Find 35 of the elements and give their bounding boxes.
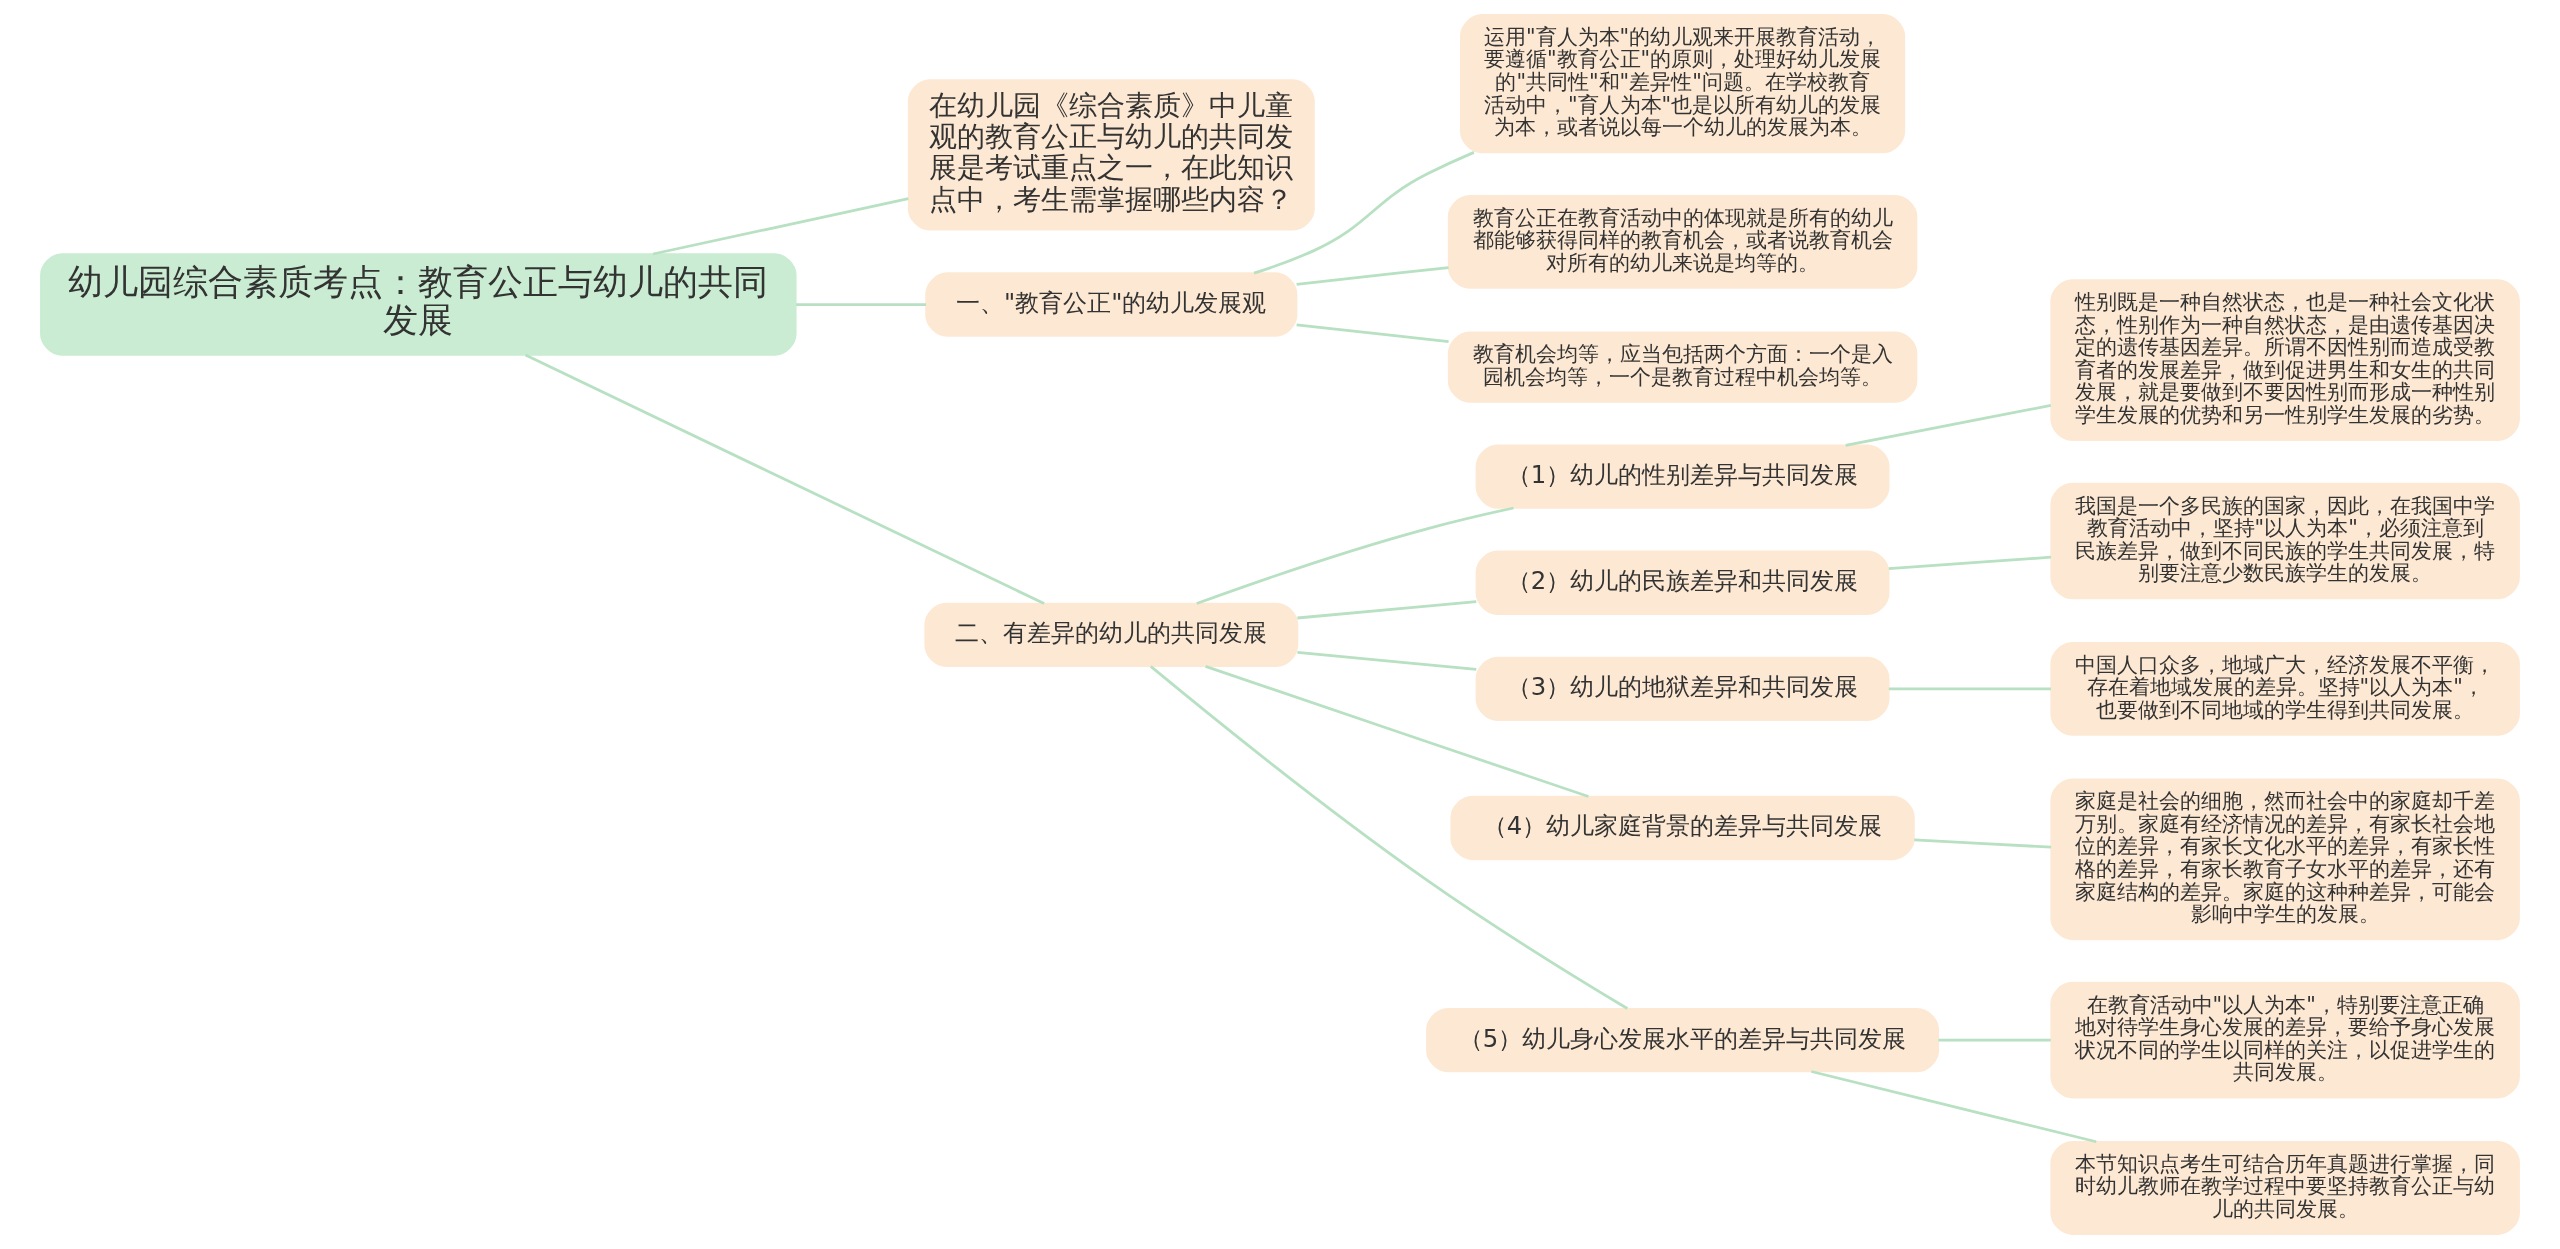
node-box: 运用"育人为本"的幼儿观来开展教育活动，要遵循"教育公正"的原则，处理好幼儿发展的"共同性"和"差异性"问题。在学校教育活动中，"育人为本"也是以所有幼儿的发展为本，或者说以每一个幼儿的发展为本。 xyxy=(1460,14,1906,154)
node-box: 教育公正在教育活动中的体现就是所有的幼儿都能够获得同样的教育机会，或者说教育机会对所有的幼儿来说是均等的。 xyxy=(1447,194,1918,289)
node-box: 在教育活动中"以人为本"，特别要注意正确地对待学生身心发展的差异，要给予身心发展状况不同的学生以同样的关注，以促进学生的共同发展。 xyxy=(2050,981,2520,1099)
connector xyxy=(652,197,909,256)
node-box: 本节知识点考生可结合历年真题进行掌握，同时幼儿教师在教学过程中要坚持教育公正与幼儿的共同发展。 xyxy=(2050,1141,2520,1235)
node-box: 在幼儿园《综合素质》中儿童观的教育公正与幼儿的共同发展是考试重点之一，在此知识点中，考生需掌握哪些内容？ xyxy=(907,79,1315,231)
node-box: 家庭是社会的细胞，然而社会中的家庭却千差万别。家庭有经济情况的差异，有家长社会地位的差异，有家长文化水平的差异，有家长性格的差异，有家长教育子女水平的差异，还有家庭结构的差异。家庭的这种种差异，可能会影响中学生的发展。 xyxy=(2050,778,2520,941)
connector xyxy=(1205,665,1589,798)
connector xyxy=(1811,1070,2097,1144)
node-box: 幼儿园综合素质考点：教育公正与幼儿的共同发展 xyxy=(40,253,797,356)
node-box: 中国人口众多，地域广大，经济发展不平衡，存在着地域发展的差异。坚持"以人为本"，也要做到不同地域的学生得到共同发展。 xyxy=(2050,641,2520,736)
node-box: 我国是一个多民族的国家，因此，在我国中学教育活动中，坚持"以人为本"，必须注意到民族差异，做到不同民族的学生共同发展，特别要注意少数民族学生的发展。 xyxy=(2050,482,2520,600)
node-box: （4）幼儿家庭背景的差异与共同发展 xyxy=(1450,795,1915,861)
connector xyxy=(1253,151,1475,275)
node-box: （2）幼儿的民族差异和共同发展 xyxy=(1475,550,1890,615)
connector xyxy=(1296,266,1449,286)
connector xyxy=(1845,404,2052,447)
connector xyxy=(1149,665,1629,1010)
connector xyxy=(1297,600,1477,620)
connector xyxy=(1196,506,1514,605)
connector xyxy=(796,303,926,306)
node-box: 一、"教育公正"的幼儿发展观 xyxy=(925,272,1298,337)
connector xyxy=(1888,687,2051,691)
connector xyxy=(1888,555,2052,570)
node-box: 性别既是一种自然状态，也是一种社会文化状态，性别作为一种自然状态，是由遗传基因决定的遗传基因差异。所谓不因性别而造成受教育者的发展差异，做到促进男生和女生的共同发展，就是要做到不要因性别而形成一种性别学生发展的优势和另一性别学生发展的劣势。 xyxy=(2050,279,2520,442)
connector xyxy=(1297,651,1477,671)
node-box: （3）幼儿的地狱差异和共同发展 xyxy=(1475,656,1890,721)
connector xyxy=(1914,838,2052,849)
connector xyxy=(1938,1038,2051,1042)
connector xyxy=(524,353,1045,605)
node-box: （1）幼儿的性别差异与共同发展 xyxy=(1475,444,1890,509)
node-box: 二、有差异的幼儿的共同发展 xyxy=(924,602,1299,668)
node-box: （5）幼儿身心发展水平的差异与共同发展 xyxy=(1426,1007,1940,1073)
connector xyxy=(1296,323,1449,343)
node-box: 教育机会均等，应当包括两个方面：一个是入园机会均等，一个是教育过程中机会均等。 xyxy=(1447,331,1918,403)
